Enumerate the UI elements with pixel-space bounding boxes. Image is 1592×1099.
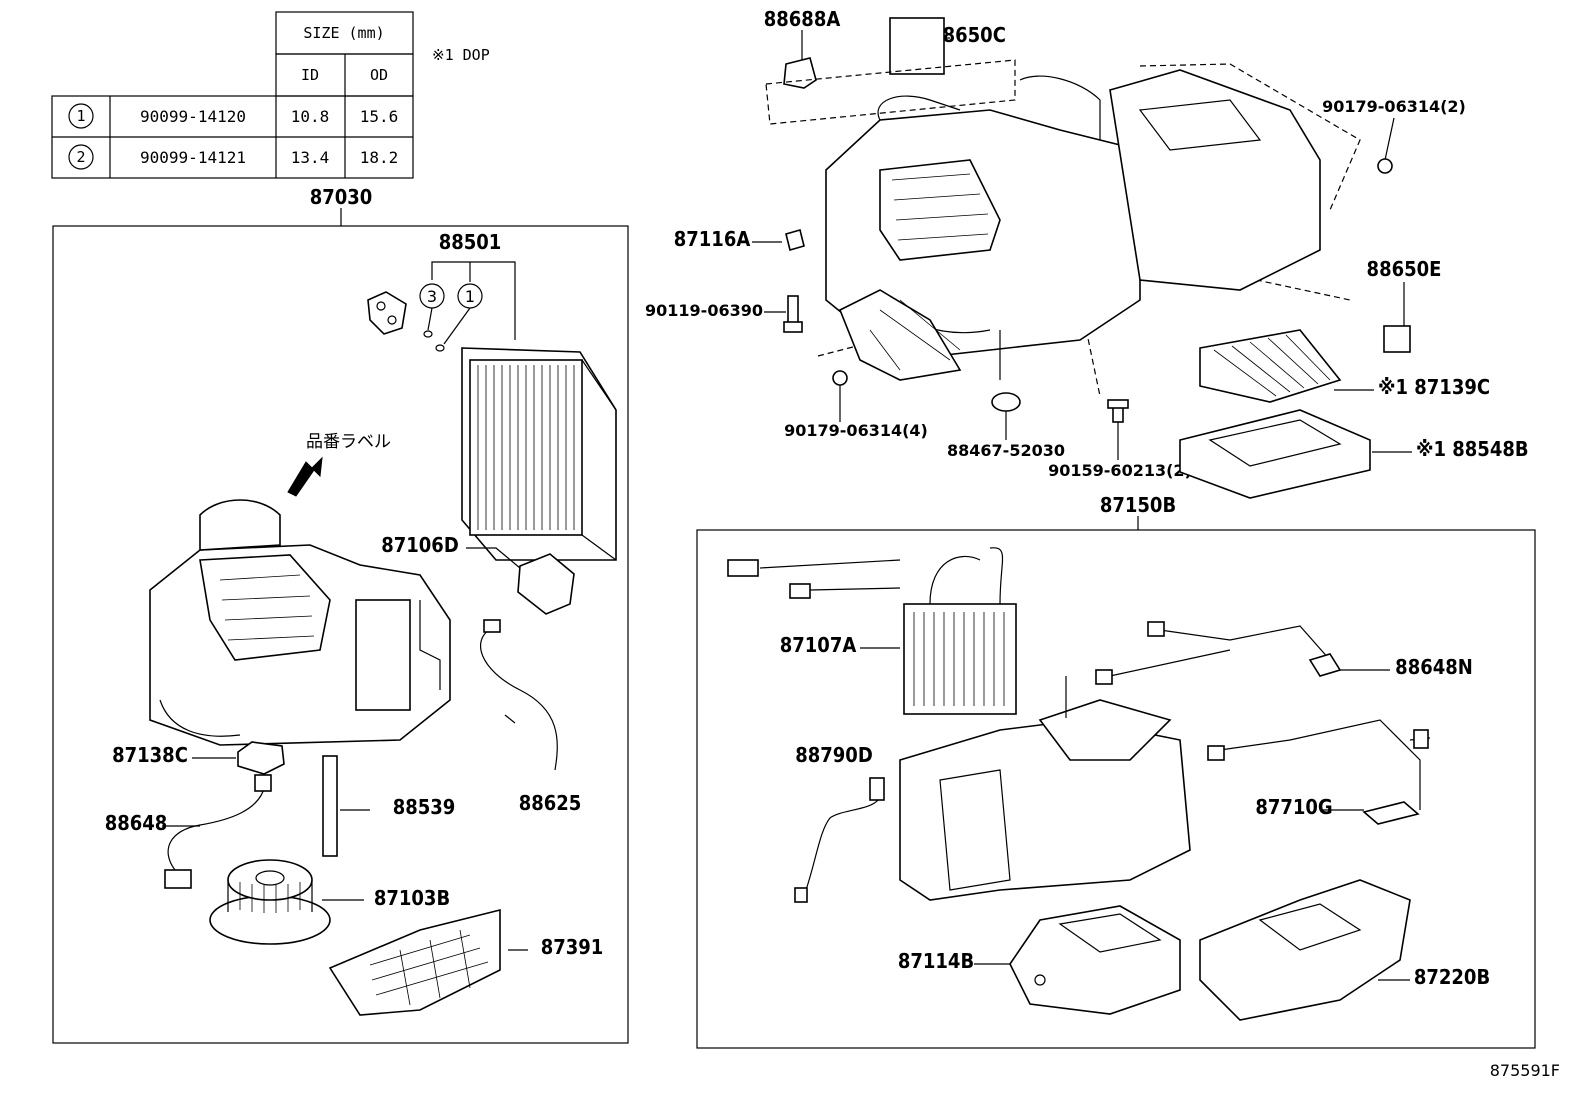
dop-note: ※1 DOP [432,46,490,64]
row1-mark: 1 [76,107,85,125]
part-88548B-label: ※1 88548B [1416,437,1529,461]
part-87220B-label: 87220B [1414,965,1490,989]
harness-top-left [759,559,901,591]
group-87150B: 87150B 87107A 88648N [696,493,1536,1049]
group-87030-label: 87030 [310,185,373,209]
arrow-icon [287,456,323,497]
part-90179-4-label: 90179-06314(4) [784,421,928,440]
nut-90179-2 [1377,158,1393,174]
part-88688A-label: 88688A [764,7,841,31]
heater-core-87107A [903,547,1017,715]
part-number-label-note: 品番ラベル [306,432,391,452]
circle-mark-3: 3 [427,287,437,306]
sensor-88625 [480,627,558,771]
evaporator-88501: 88501 [431,230,617,561]
circle-mark-1: 1 [465,287,475,306]
bolt-90119 [783,295,803,333]
actuator-87106D [517,553,575,615]
part-88467-label: 88467-52030 [947,441,1065,460]
row1-od: 15.6 [360,107,399,126]
case-88548B [1179,409,1371,499]
case-87391 [328,908,501,1016]
part-88539-label: 88539 [393,795,456,819]
part-87103B-label: 87103B [374,886,450,910]
size-header: SIZE (mm) [303,24,384,42]
part-87139C-label: ※1 87139C [1378,375,1490,399]
part-88648-label: 88648 [105,811,168,835]
row2-id: 13.4 [291,148,330,167]
group-87030: 87030 88501 3 [52,185,629,1044]
col-id-header: ID [301,66,319,84]
row2-mark: 2 [76,148,85,166]
duct-87114B [1009,905,1181,1015]
part-90159-label: 90159-60213(2) [1048,461,1192,480]
duct-88539 [322,755,338,857]
row1-id: 10.8 [291,107,330,126]
part-88501-label: 88501 [439,230,502,254]
part-88648N-label: 88648N [1395,655,1473,679]
part-87138C-label: 87138C [112,743,188,767]
harness-88648N [1109,625,1331,677]
part-87107A-label: 87107A [780,633,857,657]
screw-90159 [1107,399,1129,423]
group-87150B-label: 87150B [1100,493,1176,517]
col-od-header: OD [370,66,388,84]
row1-part: 90099-14120 [140,107,246,126]
bracket-88688A [783,57,817,89]
nut-90179-4 [832,370,848,386]
part-87391-label: 87391 [541,935,604,959]
heater-case-87150B [899,676,1191,901]
clip-87116A [785,229,805,251]
grommet-88467 [991,392,1021,412]
part-87114B-label: 87114B [898,949,974,973]
part-88790D-label: 88790D [795,743,873,767]
part-87106D-label: 87106D [381,533,459,557]
diagram-code: 875591F [1490,1061,1560,1080]
o-rings: 3 1 [367,283,483,352]
sensor-88650E [1383,325,1411,353]
part-88625-label: 88625 [519,791,582,815]
part-90119-label: 90119-06390 [645,301,763,320]
case-87220B [1199,879,1411,1021]
harness-88648 [167,784,266,871]
heater-unit-87030 [149,499,451,746]
top-right-assembly: 88688A 88650C [645,7,1529,499]
size-table: SIZE (mm) ID OD ※1 DOP 1 90099-14120 10.… [51,11,490,179]
main-unit [825,69,1321,381]
blower-motor-87103B [209,859,331,945]
part-90179-2-label: 90179-06314(2) [1322,97,1466,116]
resistor-87138C [237,741,285,775]
amplifier-88650C [889,17,945,75]
part-87710G-label: 87710G [1255,795,1332,819]
row2-part: 90099-14121 [140,148,246,167]
filter-87139C [1199,329,1342,403]
part-88650E-label: 88650E [1367,257,1442,281]
part-87116A-label: 87116A [674,227,751,251]
row2-od: 18.2 [360,148,399,167]
sensor-88790D [805,799,879,891]
